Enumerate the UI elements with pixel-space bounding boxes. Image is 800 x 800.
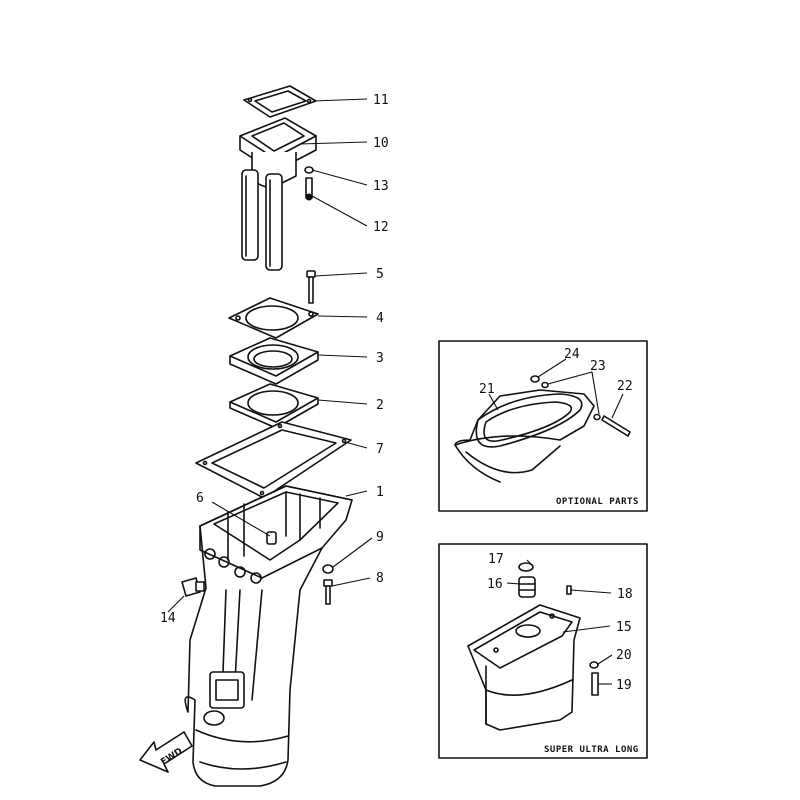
callout-23: 23 — [590, 359, 606, 374]
callout-3: 3 — [376, 351, 384, 366]
callout-12: 12 — [373, 220, 389, 235]
callout-13: 13 — [373, 179, 389, 194]
callout-14: 14 — [160, 611, 176, 626]
part-6-grommet — [266, 531, 277, 545]
callout-18: 18 — [617, 587, 633, 602]
super-ultra-long-inset: 17 16 18 15 20 19 SUPER ULTRA LONG — [438, 543, 648, 759]
part-20-washer — [589, 661, 599, 669]
optional-parts-inset: 24 23 22 21 OPTIONAL PARTS — [438, 340, 648, 512]
callout-8: 8 — [376, 571, 384, 586]
part-11-gasket — [243, 85, 317, 118]
callout-4: 4 — [376, 311, 384, 326]
optional-parts-frame — [438, 340, 648, 512]
part-12-bolt — [305, 177, 313, 201]
super-ultra-long-frame — [438, 543, 648, 759]
callout-19: 19 — [616, 678, 632, 693]
callout-15: 15 — [616, 620, 632, 635]
part-10-exhaust-guide — [239, 117, 317, 271]
callout-2: 2 — [376, 398, 384, 413]
callout-labels: 11 10 13 12 5 4 3 2 7 1 6 9 8 14 — [160, 93, 389, 626]
callout-20: 20 — [616, 648, 632, 663]
part-5-bolt — [306, 270, 316, 304]
part-18-dowel — [566, 585, 572, 595]
part-7-gasket — [195, 421, 352, 499]
part-22-bolt — [601, 415, 631, 437]
callout-17: 17 — [488, 552, 504, 567]
part-15-extension-casing — [467, 604, 581, 731]
part-21-exhaust-extension — [454, 389, 595, 483]
part-3-plate — [229, 337, 319, 385]
callout-5: 5 — [376, 267, 384, 282]
part-24-bolt — [530, 375, 540, 383]
part-19-bolt — [591, 672, 599, 696]
part-16-rubber-mount — [518, 576, 536, 598]
part-14-plug — [181, 577, 205, 597]
callout-24: 24 — [564, 347, 580, 362]
callout-9: 9 — [376, 530, 384, 545]
callout-7: 7 — [376, 442, 384, 457]
leader-lines — [167, 98, 373, 613]
part-9-washer — [322, 564, 334, 574]
part-1-upper-casing — [184, 485, 353, 787]
super-ultra-long-label: SUPER ULTRA LONG — [544, 745, 639, 755]
callout-11: 11 — [373, 93, 389, 108]
callout-22: 22 — [617, 379, 633, 394]
callout-1: 1 — [376, 485, 384, 500]
part-17-clip — [518, 562, 534, 572]
callout-6: 6 — [196, 491, 204, 506]
fwd-direction-arrow: FWD — [139, 731, 193, 773]
part-2-gasket — [229, 383, 319, 429]
part-4-gasket — [228, 297, 319, 339]
optional-parts-label: OPTIONAL PARTS — [556, 497, 639, 507]
callout-10: 10 — [373, 136, 389, 151]
callout-21: 21 — [479, 382, 495, 397]
callout-16: 16 — [487, 577, 503, 592]
part-8-bolt — [323, 579, 333, 605]
part-23-washers — [541, 381, 601, 421]
part-13-washer — [304, 166, 314, 174]
